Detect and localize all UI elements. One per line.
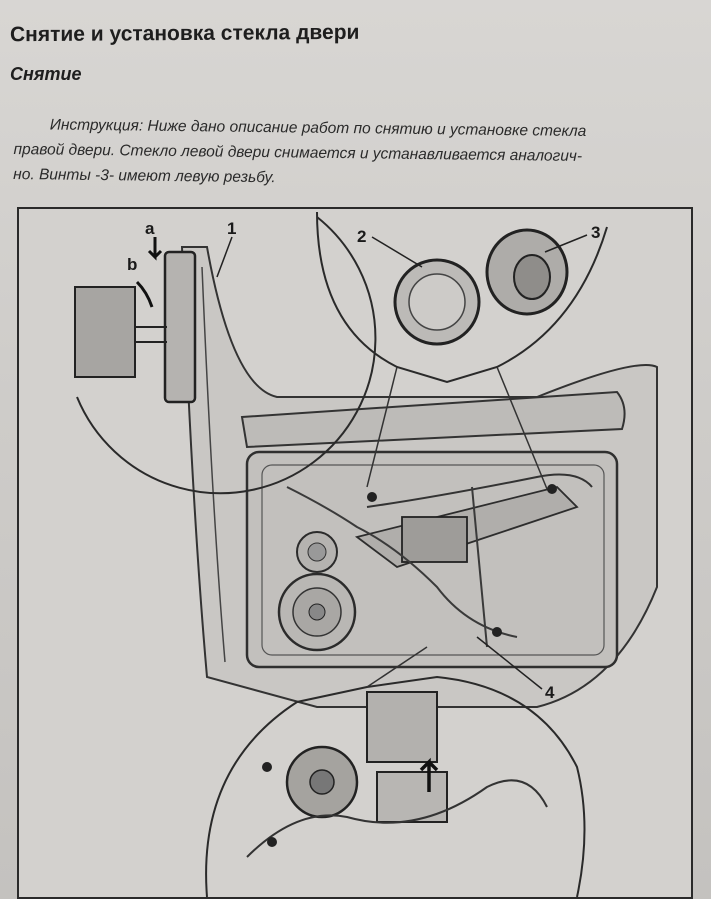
callout-a: a [145,219,155,238]
arrow-a-icon [147,237,163,261]
door-diagram-svg [17,207,693,899]
detail-circle-clip [76,216,377,495]
window-frame [240,390,626,449]
page-title: Снятие и установка стекла двери [10,20,360,47]
leader-4 [476,636,543,690]
guide-rail [471,486,488,648]
door-trim-edge [163,250,197,404]
detail-circle-motor [205,675,586,898]
fixing-bolt-1 [367,492,377,502]
regulator-cable [366,473,593,508]
callout-1: 1 [227,219,237,238]
connector-plug [74,286,136,378]
callout-b: b [127,255,138,274]
inner-panel-border [261,464,605,656]
arrow-motor-icon [419,757,439,792]
fixing-bolt-2 [547,484,557,494]
fixing-bolt-3 [492,627,502,637]
regulator-motor [401,516,468,563]
leader-2 [371,236,423,268]
section-heading: Снятие [10,64,82,84]
motor-housing [366,691,438,763]
callout-3: 3 [591,223,601,242]
callout-2: 2 [357,227,367,246]
leader-3 [544,234,588,253]
wiring-harness [286,486,518,638]
door-edge-line [201,266,226,663]
door-diagram: a b 1 2 3 4 [17,207,693,899]
motor-wiring [246,779,548,858]
leader-1 [216,236,233,278]
instruction-paragraph: Инструкция: Ниже дано описание работ по … [13,112,674,195]
detail-circle-bolts [316,211,608,384]
arrow-b-icon [135,280,154,308]
callout-4: 4 [545,683,555,702]
